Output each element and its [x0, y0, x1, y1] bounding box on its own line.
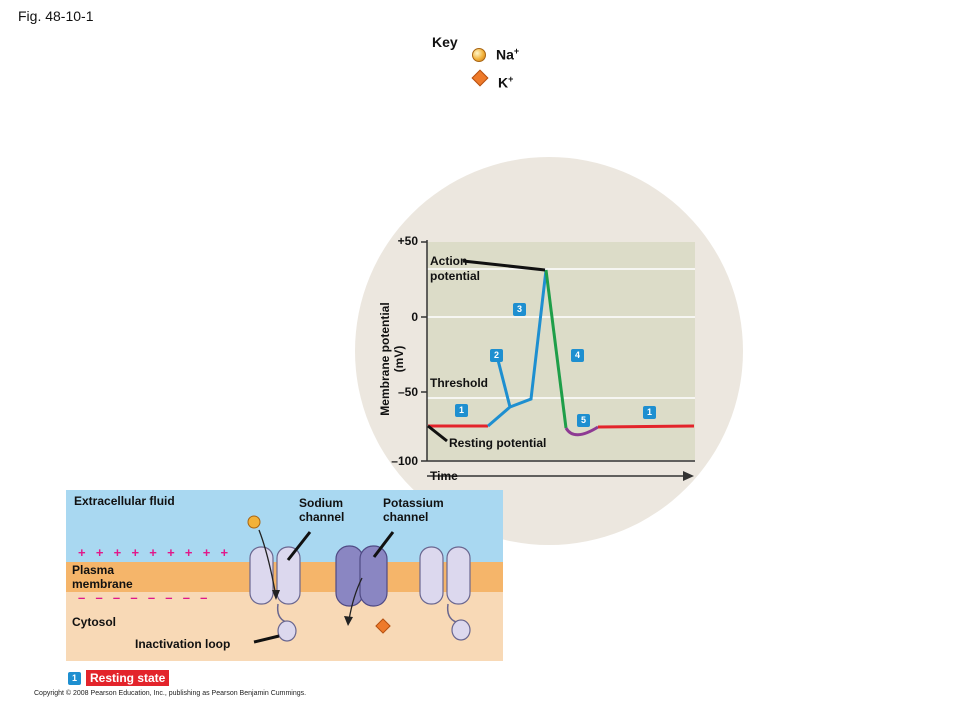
key-sodium-ion: Na — [496, 46, 514, 63]
depolarization-segment — [487, 269, 548, 428]
threshold-label: Threshold — [430, 376, 489, 390]
positive-charges: + + + + + + + + + — [78, 545, 230, 560]
sodium-channel-label-line1: Sodium — [299, 496, 343, 510]
undershoot-segment — [564, 425, 599, 437]
key-sodium-charge: + — [513, 46, 520, 56]
tick-minus-50: –50 — [397, 385, 418, 399]
sodium-channel-right — [419, 546, 471, 641]
resting-potential-label: Resting potential — [449, 436, 547, 450]
action-potential-pointer — [462, 259, 546, 272]
inactivation-loop-pointer — [253, 634, 280, 644]
tick-plus-50: +50 — [397, 234, 418, 248]
potassium-ion-cytosol — [375, 618, 391, 634]
tick-0: 0 — [411, 310, 418, 324]
plasma-membrane-label: Plasma membrane — [72, 563, 133, 591]
repolarization-segment — [544, 269, 568, 429]
sodium-entry-arrowhead — [272, 590, 280, 600]
x-axis-label: Time — [430, 469, 458, 483]
potassium-channel-label: Potassium channel — [383, 496, 444, 524]
potassium-arrow — [348, 577, 363, 621]
resting-return-segment — [597, 424, 695, 429]
state-label: Resting state — [86, 670, 170, 686]
step-badge-4: 4 — [571, 349, 584, 362]
sodium-ion-extracellular — [247, 515, 261, 529]
potassium-channel — [335, 545, 388, 607]
plasma-membrane-label-line1: Plasma — [72, 563, 115, 577]
key-sodium-label: Na+ — [496, 46, 519, 63]
step-badge-3: 3 — [513, 303, 526, 316]
action-potential-label-line2: potential — [430, 269, 480, 283]
step-badge-1-return: 1 — [643, 406, 656, 419]
sodium-channel-pointer — [286, 531, 312, 561]
key-potassium-label: K+ — [498, 74, 513, 91]
key-title: Key — [432, 34, 458, 50]
time-arrow-head — [683, 471, 694, 481]
potassium-channel-pointer — [372, 531, 395, 558]
key-potassium-charge: + — [508, 74, 514, 84]
sodium-channel-label: Sodium channel — [299, 496, 344, 524]
sodium-channel-label-line2: channel — [299, 510, 345, 524]
sodium-entry-arrow — [258, 529, 277, 597]
inactivation-loop-label: Inactivation loop — [135, 637, 231, 651]
sodium-ion-icon — [472, 48, 486, 62]
step-badge-5: 5 — [577, 414, 590, 427]
graph-plot-area — [427, 242, 695, 460]
action-potential-label-line1: Action — [430, 254, 468, 268]
copyright-notice: Copyright © 2008 Pearson Education, Inc.… — [34, 690, 307, 697]
tick-minus-100: –100 — [391, 454, 418, 468]
extracellular-fluid-label: Extracellular fluid — [74, 494, 175, 508]
cytosol-label: Cytosol — [72, 615, 117, 629]
resting-potential-pointer — [427, 424, 448, 443]
potassium-channel-label-line1: Potassium — [383, 496, 444, 510]
state-number-badge: 1 — [68, 672, 81, 685]
action-potential-label: Action potential — [430, 254, 480, 284]
potassium-channel-label-line2: channel — [383, 510, 429, 524]
negative-charges: – – – – – – – – — [78, 590, 209, 605]
figure-label: Fig. 48-10-1 — [18, 8, 94, 24]
sodium-channel-left — [249, 546, 301, 642]
step-badge-2: 2 — [490, 349, 503, 362]
step-badge-1: 1 — [455, 404, 468, 417]
plasma-membrane-label-line2: membrane — [72, 577, 133, 591]
potassium-arrowhead — [344, 616, 353, 626]
key-potassium-ion: K — [498, 74, 509, 91]
